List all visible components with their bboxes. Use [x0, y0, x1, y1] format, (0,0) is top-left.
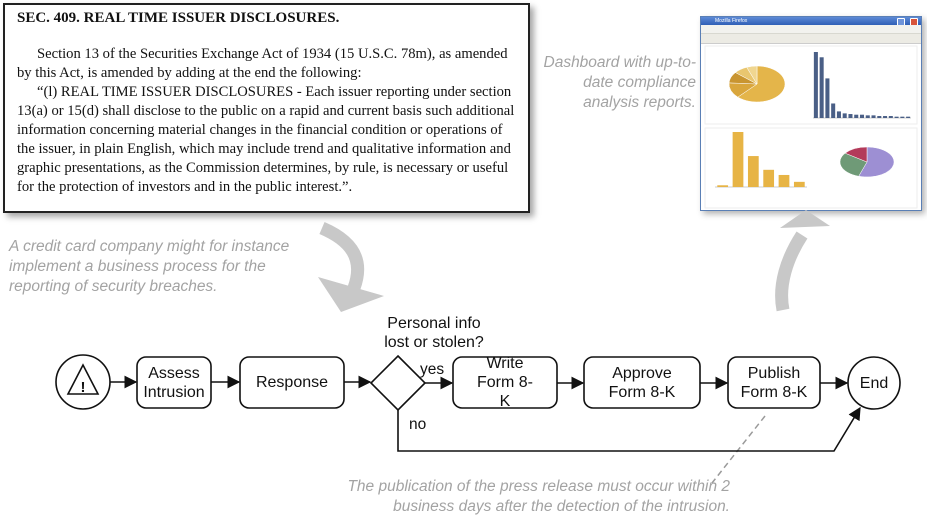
flow-gateway-end-no [397, 406, 861, 452]
association-line [711, 415, 766, 484]
dashboard-annotation: Dashboard with up-to-date compliance ana… [543, 54, 697, 111]
status-pie-slice-0 [737, 65, 786, 103]
category-pie-slice-2 [844, 146, 868, 163]
severity-bar-bar-2 [747, 156, 759, 187]
dashboard-charts [704, 45, 918, 209]
callout-arrow-down [319, 222, 365, 291]
law-paragraph-disclosure: “(l) REAL TIME ISSUER DISCLOSURES - Each… [17, 84, 515, 195]
incident-bar-bar-11 [877, 116, 882, 118]
severity-bar-bar-3 [763, 169, 775, 187]
dashboard-window-title: Mozilla Firefox [715, 18, 748, 24]
severity-bar-bar-5 [793, 181, 805, 187]
publish-form-label: Publish Form 8-K [740, 364, 808, 401]
approve-form-label: Approve Form 8-K [608, 364, 676, 401]
incident-bar-bar-12 [883, 116, 888, 118]
flow-yes-label: yes [420, 361, 445, 378]
callout-arrow-down-head [318, 277, 384, 312]
law-paragraph-intro: Section 13 of the Securities Exchange Ac… [17, 46, 508, 81]
gateway-question-label: Personal info lost or stolen? [384, 315, 484, 351]
incident-bar-bar-4 [836, 111, 841, 118]
law-document-card: SEC. 409. REAL TIME ISSUER DISCLOSURES. … [3, 3, 530, 213]
severity-bar-bar-1 [732, 132, 744, 187]
credit-card-annotation: A credit card company might for instance… [9, 238, 290, 295]
incident-bar-bar-3 [831, 103, 836, 118]
warning-icon [66, 363, 100, 395]
incident-bar-bar-13 [888, 116, 893, 118]
incident-bar-bar-0 [813, 52, 818, 118]
incident-bar-bar-10 [871, 115, 876, 118]
incident-bar-bar-14 [894, 116, 899, 118]
gateway-personal-info [369, 354, 427, 412]
callout-arrow-up-head [780, 210, 830, 228]
law-document-body: Section 13 of the Securities Exchange Ac… [17, 45, 522, 197]
incident-bar-bar-9 [865, 115, 870, 118]
incident-bar-bar-2 [825, 78, 830, 118]
dashboard-toolbar [701, 34, 921, 44]
write-form-label: Write Form 8-K [477, 355, 533, 410]
incident-bar-bar-15 [900, 116, 905, 118]
dashboard-menubar [701, 25, 921, 34]
callout-arrow-up [775, 231, 808, 312]
end-label: End [859, 374, 889, 392]
status-pie-slice-4 [746, 65, 758, 85]
incident-bar-bar-8 [859, 114, 865, 118]
publication-deadline-annotation: The publication of the press release mus… [347, 478, 730, 515]
incident-bar-bar-6 [848, 114, 853, 118]
assess-intrusion-label: Assess Intrusion [143, 364, 205, 401]
severity-bar-bar-4 [778, 174, 790, 187]
category-pie-slice-0 [858, 146, 895, 178]
incident-bar-bar-7 [854, 114, 859, 118]
incident-bar-bar-1 [819, 57, 824, 118]
severity-bar-bar-0 [717, 185, 729, 187]
response-label: Response [255, 374, 329, 391]
category-pie-slice-1 [839, 152, 868, 177]
flow-no-label: no [409, 416, 427, 433]
incident-bar-bar-16 [906, 116, 911, 118]
dashboard-window[interactable]: Mozilla Firefox [700, 16, 922, 211]
law-section-title: SEC. 409. REAL TIME ISSUER DISCLOSURES. [17, 10, 340, 26]
incident-bar-bar-5 [842, 113, 847, 118]
warning-symbol: ! [81, 379, 86, 396]
